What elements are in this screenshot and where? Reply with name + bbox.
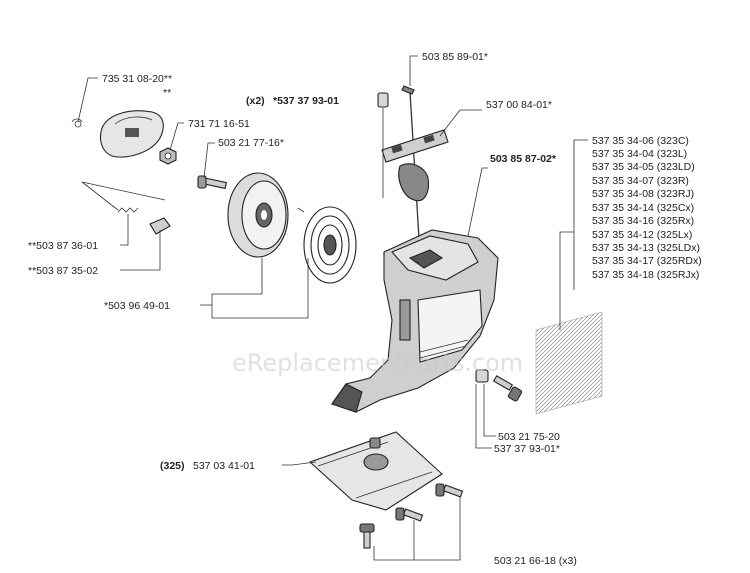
housing-variant-item: 537 35 34-08 (323RJ)	[592, 188, 694, 200]
housing-variant-item: 537 35 34-17 (325RDx)	[592, 255, 702, 267]
screw-503216618-b	[395, 507, 424, 522]
callout-503217520: 503 21 75-20	[498, 431, 560, 443]
housing-variant-list: 537 35 34-06 (323C) 537 35 34-04 (323L) …	[592, 135, 702, 281]
callout-503858901: 503 85 89-01*	[422, 51, 488, 63]
callout-537379301-top: *537 37 93-01	[273, 95, 339, 107]
housing-bushing	[475, 369, 489, 383]
housing-variant-item: 537 35 34-12 (325Lx)	[592, 229, 692, 241]
housing-variant-item: 537 35 34-04 (323L)	[592, 148, 687, 160]
housing-variant-item: 537 35 34-14 (325Cx)	[592, 202, 694, 214]
screw-503217520	[492, 375, 523, 402]
leader-lines	[77, 55, 588, 561]
callout-537034101-prefix: (325)	[160, 460, 185, 472]
pawl-spring	[117, 207, 139, 213]
starter-pulley	[227, 172, 289, 258]
callout-503873502: **503 87 35-02	[28, 265, 98, 277]
pawl	[149, 217, 171, 235]
screw-503216618-a	[435, 483, 464, 498]
callout-537008401: 537 00 84-01*	[486, 99, 552, 111]
screw-503216618-c	[359, 523, 375, 549]
callout-503964901: *503 96 49-01	[104, 300, 170, 312]
callout-731711651: 731 71 16-51	[188, 118, 250, 130]
decal-patch	[535, 311, 603, 415]
callout-537379301-bottom: 537 37 93-01*	[494, 443, 560, 455]
nut	[159, 147, 177, 165]
housing-variant-item: 537 35 34-07 (323R)	[592, 175, 689, 187]
housing-variant-item: 537 35 34-13 (325LDx)	[592, 242, 700, 254]
starter-handle	[381, 129, 449, 202]
housing-variant-item: 537 35 34-18 (325RJx)	[592, 269, 699, 281]
callout-double-star: **	[163, 87, 171, 99]
callout-503858702: 503 85 87-02*	[490, 153, 557, 165]
starter-cover-plate	[71, 110, 164, 158]
watermark: eReplacementParts.com	[232, 349, 523, 377]
mounting-plate	[308, 431, 443, 511]
callout-537379301-top-prefix: (x2)	[246, 95, 265, 107]
bushing-537379301	[377, 92, 389, 108]
housing-variant-item: 537 35 34-06 (323C)	[592, 135, 689, 147]
recoil-spring	[297, 206, 357, 284]
callout-503216618: 503 21 66-18 (x3)	[494, 555, 577, 567]
callout-503217716: 503 21 77-16*	[218, 137, 284, 149]
callout-503873601: **503 87 36-01	[28, 240, 98, 252]
callout-735310820: 735 31 08-20**	[102, 73, 172, 85]
screw-503217716	[197, 175, 228, 190]
starter-housing	[331, 229, 499, 413]
housing-variant-item: 537 35 34-16 (325Rx)	[592, 215, 694, 227]
callout-537034101: 537 03 41-01	[193, 460, 255, 472]
housing-variant-item: 537 35 34-05 (323LD)	[592, 161, 695, 173]
